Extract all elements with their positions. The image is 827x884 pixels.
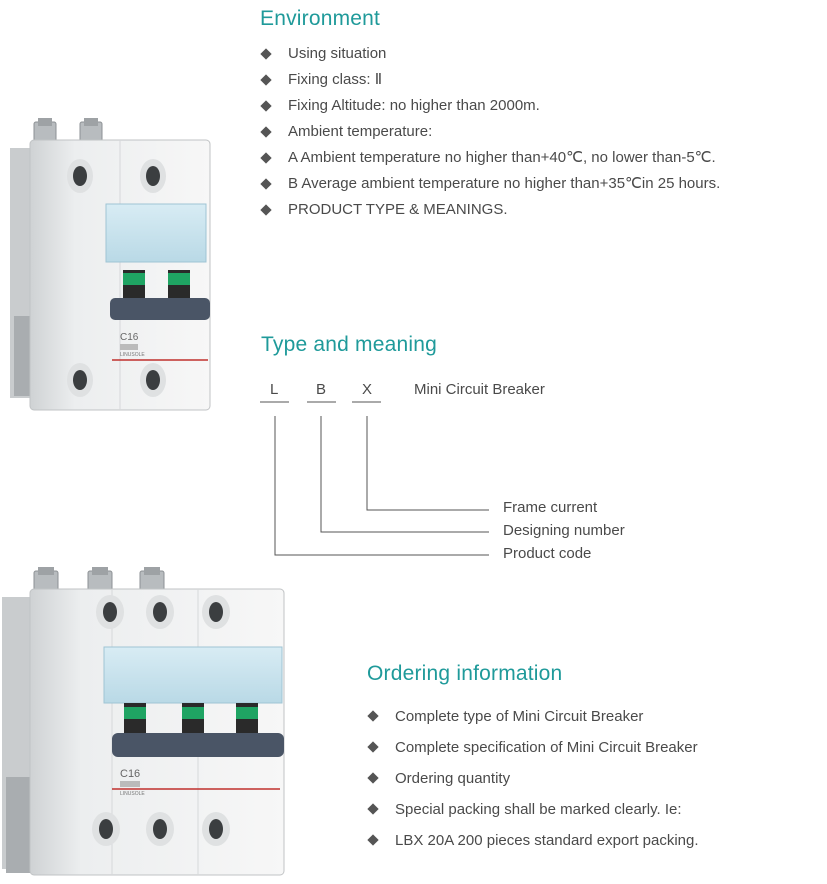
svg-text:C16: C16 [120, 332, 139, 343]
svg-text:C16: C16 [120, 768, 140, 780]
environment-list: Using situation Fixing class: Ⅱ Fixing A… [260, 41, 720, 223]
type-letter-b: B [316, 381, 327, 398]
list-item: Ambient temperature: [260, 119, 720, 145]
diamond-bullet-icon [367, 834, 379, 846]
type-code-lines [260, 401, 489, 556]
type-letter-x: X [362, 381, 373, 398]
diamond-bullet-icon [260, 100, 272, 112]
svg-text:LINUSOLE: LINUSOLE [120, 791, 145, 797]
list-item: Ordering quantity [367, 763, 699, 794]
list-item: Complete type of Mini Circuit Breaker [367, 701, 699, 732]
list-item: B Average ambient temperature no higher … [260, 171, 720, 197]
diamond-bullet-icon [260, 178, 272, 190]
product-code-label: Product code [503, 545, 592, 562]
product-name-label: Mini Circuit Breaker [414, 381, 545, 398]
diamond-bullet-icon [367, 710, 379, 722]
list-item: LBX 20A 200 pieces standard export packi… [367, 825, 699, 856]
two-pole-breaker-image: C16 LINUSOLE [8, 118, 230, 414]
ordering-heading: Ordering information [367, 662, 563, 685]
svg-text:LINUSOLE: LINUSOLE [120, 352, 145, 358]
list-item: A Ambient temperature no higher than+40℃… [260, 145, 720, 171]
diamond-bullet-icon [260, 152, 272, 164]
diamond-bullet-icon [367, 803, 379, 815]
ordering-list: Complete type of Mini Circuit Breaker Co… [367, 701, 699, 856]
list-item: Special packing shall be marked clearly.… [367, 794, 699, 825]
type-code-diagram: L B X Mini Circuit Breaker Frame current… [255, 378, 675, 573]
list-item: Fixing Altitude: no higher than 2000m. [260, 93, 720, 119]
list-item: Complete specification of Mini Circuit B… [367, 732, 699, 763]
diamond-bullet-icon [260, 48, 272, 60]
designing-number-label: Designing number [503, 522, 625, 539]
list-item: Using situation [260, 41, 720, 67]
three-pole-breaker-image: C16 LINUSOLE [0, 567, 290, 879]
list-item: Fixing class: Ⅱ [260, 67, 720, 93]
diamond-bullet-icon [260, 74, 272, 86]
diamond-bullet-icon [367, 741, 379, 753]
diamond-bullet-icon [367, 772, 379, 784]
diamond-bullet-icon [260, 126, 272, 138]
diamond-bullet-icon [260, 204, 272, 216]
environment-heading: Environment [260, 7, 381, 30]
frame-current-label: Frame current [503, 499, 598, 516]
type-meaning-heading: Type and meaning [261, 333, 437, 356]
type-letter-l: L [270, 381, 279, 398]
list-item: PRODUCT TYPE & MEANINGS. [260, 197, 720, 223]
